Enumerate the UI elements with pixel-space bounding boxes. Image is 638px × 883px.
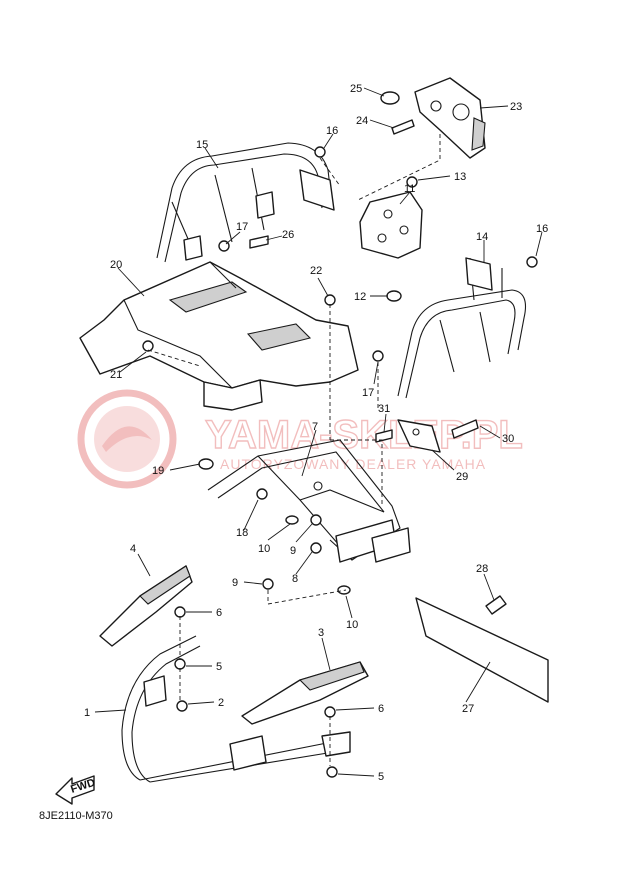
bolt-5a — [174, 658, 186, 670]
nut-6b — [324, 706, 336, 718]
watermark-tagline: AUTORYZOWANY DEALER YAMAHA — [220, 456, 486, 472]
callout-13: 13 — [454, 171, 466, 183]
bolt-5b — [326, 766, 338, 778]
callout-31: 31 — [378, 403, 390, 415]
callout-17a: 17 — [236, 221, 248, 233]
callout-24: 24 — [356, 115, 368, 127]
guard-4 — [99, 565, 193, 647]
callout-12: 12 — [354, 291, 366, 303]
callout-23: 23 — [510, 101, 522, 113]
callout-21: 21 — [110, 369, 122, 381]
bolt-16a — [314, 146, 326, 158]
clip-31 — [375, 429, 393, 443]
cap-25 — [380, 91, 400, 105]
bolt-17b — [372, 350, 384, 362]
clip-26 — [249, 235, 269, 249]
bolt-30 — [451, 419, 479, 439]
callout-10b: 10 — [346, 619, 358, 631]
callout-3: 3 — [318, 627, 324, 639]
callout-6a: 6 — [216, 607, 222, 619]
fwd-arrow-icon: FWD — [55, 775, 97, 805]
callout-16a: 16 — [326, 125, 338, 137]
callout-25: 25 — [350, 83, 362, 95]
bolt-13 — [406, 176, 418, 188]
bolt-28 — [485, 595, 507, 615]
callout-26: 26 — [282, 229, 294, 241]
callout-15: 15 — [196, 139, 208, 151]
callout-4: 4 — [130, 543, 136, 555]
callout-6b: 6 — [378, 703, 384, 715]
callout-8: 8 — [292, 573, 298, 585]
part-box-23 — [414, 77, 486, 159]
callout-20: 20 — [110, 259, 122, 271]
bolt-24 — [391, 119, 415, 135]
callout-5b: 5 — [378, 771, 384, 783]
bolt-2 — [176, 700, 188, 712]
bolt-21 — [142, 340, 154, 352]
callout-labels: 1 2 3 4 5 5 6 6 7 8 9 9 10 10 11 12 13 1… — [84, 83, 548, 783]
callout-5a: 5 — [216, 661, 222, 673]
nut-10a — [285, 515, 299, 525]
callout-28: 28 — [476, 563, 488, 575]
bolt-16b — [526, 256, 538, 268]
guard-3 — [241, 661, 369, 725]
callout-29: 29 — [456, 471, 468, 483]
frame-7 — [207, 439, 411, 563]
fasteners — [142, 146, 538, 778]
callout-22: 22 — [310, 265, 322, 277]
callout-10a: 10 — [258, 543, 270, 555]
watermark-logo — [77, 389, 177, 489]
callout-30: 30 — [502, 433, 514, 445]
bolt-8 — [310, 542, 322, 554]
nut-19 — [198, 458, 214, 470]
callout-14: 14 — [476, 231, 488, 243]
callout-2: 2 — [218, 697, 224, 709]
callout-27: 27 — [462, 703, 474, 715]
callout-18: 18 — [236, 527, 248, 539]
bolt-9b — [262, 578, 274, 590]
bolt-18 — [256, 488, 268, 500]
bolt-22 — [324, 294, 336, 306]
callout-1: 1 — [84, 707, 90, 719]
plate-27 — [415, 597, 549, 703]
fender-20 — [79, 261, 359, 411]
bracket-11 — [359, 191, 423, 259]
frame-14 — [397, 257, 527, 399]
callout-19: 19 — [152, 465, 164, 477]
callout-17b: 17 — [362, 387, 374, 399]
callout-16b: 16 — [536, 223, 548, 235]
assembly-lines — [147, 134, 441, 766]
nut-12 — [386, 290, 402, 302]
leader-lines — [94, 87, 543, 777]
bolt-9a — [310, 514, 322, 526]
nut-6a — [174, 606, 186, 618]
bumper-1 — [121, 635, 351, 783]
callout-9a: 9 — [232, 577, 238, 589]
diagram-code: 8JE2110-M370 — [39, 810, 113, 822]
callout-7: 7 — [312, 421, 318, 433]
frame-15 — [156, 142, 335, 263]
callout-9b: 9 — [290, 545, 296, 557]
plate-29 — [397, 419, 441, 453]
watermark-site: YAMA-SKLEP.PL — [205, 413, 523, 457]
callout-11: 11 — [404, 183, 415, 195]
watermark: YAMA-SKLEP.PL AUTORYZOWANY DEALER YAMAHA — [77, 389, 524, 489]
